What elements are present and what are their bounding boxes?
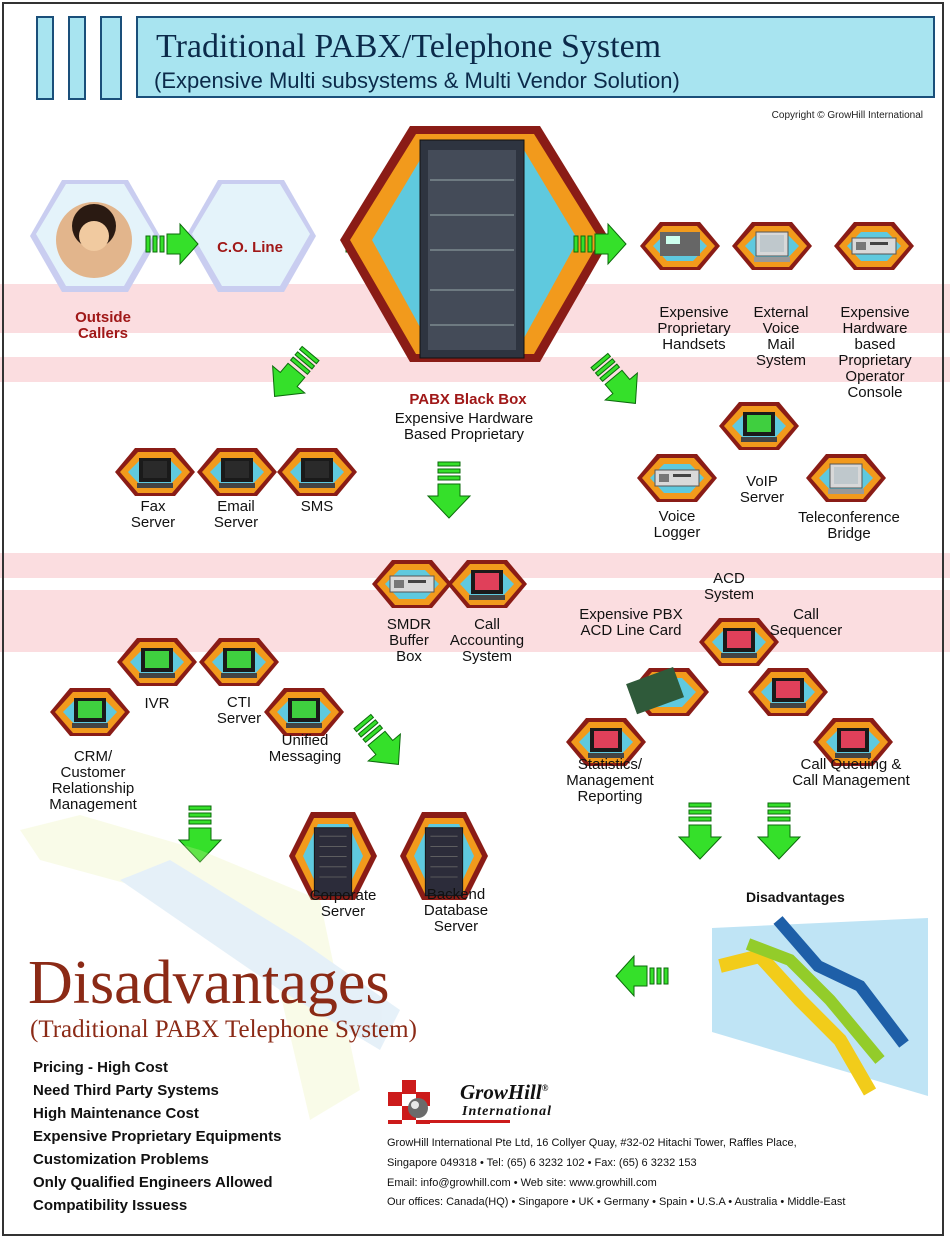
pabx-title-label: PABX Black Box [409, 391, 527, 408]
list-item: Expensive Proprietary Equipments [33, 1128, 282, 1145]
company-name-text: GrowHill [460, 1080, 542, 1104]
unified-messaging-label: Unified Messaging [268, 732, 342, 765]
co-line-hex [186, 180, 316, 292]
title-box: Traditional PABX/Telephone System (Expen… [136, 16, 935, 98]
voice-logger-label: Voice Logger [653, 508, 701, 541]
outside-callers-hex [30, 180, 160, 292]
company-email-web: Email: info@growhill.com • Web site: www… [387, 1177, 657, 1189]
smdr-label: SMDR Buffer Box [386, 616, 432, 665]
company-offices: Our offices: Canada(HQ) • Singapore • UK… [387, 1196, 846, 1208]
page-title: Traditional PABX/Telephone System [156, 28, 662, 65]
list-item: Only Qualified Engineers Allowed [33, 1174, 273, 1191]
statistics-label: Statistics/ Management Reporting [566, 756, 654, 805]
faded-chart-decor [20, 815, 400, 1120]
teleconference-label: Teleconference Bridge [798, 509, 900, 542]
list-item: Customization Problems [33, 1151, 209, 1168]
header-bar-3 [100, 16, 122, 100]
handsets-hex [640, 222, 720, 270]
acd-system-label: ACD System [703, 570, 755, 603]
acd-line-card-label: Expensive PBX ACD Line Card [579, 606, 683, 639]
call-queuing-label: Call Queuing & Call Management [792, 756, 910, 789]
list-item: Compatibility Issuess [33, 1197, 188, 1214]
handsets-label: Expensive Proprietary Handsets [657, 304, 731, 353]
page-subtitle: (Expensive Multi subsystems & Multi Vend… [154, 68, 680, 93]
operator-console-label: Expensive Hardware based Proprietary Ope… [838, 304, 912, 401]
acd-line-card-hex [626, 667, 709, 716]
sms-label: SMS [300, 498, 334, 515]
disadvantages-chart-label: Disadvantages [746, 889, 845, 905]
header-bar-2 [68, 16, 86, 100]
voice-mail-label: External Voice Mail System [753, 304, 809, 369]
backend-db-label: Backend Database Server [423, 886, 489, 935]
corporate-server-hex [289, 812, 377, 900]
email-server-label: Email Server [213, 498, 259, 531]
call-sequencer-label: Call Sequencer [769, 606, 843, 639]
corporate-server-label: Corporate Server [309, 887, 377, 920]
disadvantages-list: Pricing - High Cost Need Third Party Sys… [33, 1056, 281, 1217]
header-bar-1 [36, 16, 54, 100]
backend-db-hex [400, 812, 488, 900]
list-item: High Maintenance Cost [33, 1105, 199, 1122]
voip-server-label: VoIP Server [739, 473, 785, 506]
list-item: Pricing - High Cost [33, 1059, 168, 1076]
call-accounting-label: Call Accounting System [449, 616, 525, 665]
company-address-2: Singapore 049318 • Tel: (65) 6 3232 102 … [387, 1157, 697, 1169]
list-item: Need Third Party Systems [33, 1082, 219, 1099]
registered-mark: ® [541, 1083, 549, 1093]
disadvantages-heading: Disadvantages [28, 949, 390, 1017]
growhill-logo [388, 1080, 510, 1124]
company-address-1: GrowHill International Pte Ltd, 16 Colly… [387, 1137, 797, 1149]
fax-server-label: Fax Server [130, 498, 176, 531]
crm-label: CRM/ Customer Relationship Management [49, 748, 137, 813]
copyright: Copyright © GrowHill International [771, 110, 923, 121]
disadvantages-subheading: (Traditional PABX Telephone System) [30, 1016, 417, 1043]
cti-server-label: CTI Server [216, 694, 262, 727]
pabx-desc-label: Expensive Hardware Based Proprietary [394, 410, 534, 443]
co-line-label: C.O. Line [217, 239, 283, 256]
company-name: GrowHill® [460, 1080, 548, 1105]
pabx-hex [340, 126, 610, 362]
company-division: International [462, 1104, 553, 1119]
outside-callers-label: Outside Callers [75, 309, 131, 342]
disadvantages-chart [712, 916, 928, 1096]
ivr-label: IVR [144, 695, 170, 712]
